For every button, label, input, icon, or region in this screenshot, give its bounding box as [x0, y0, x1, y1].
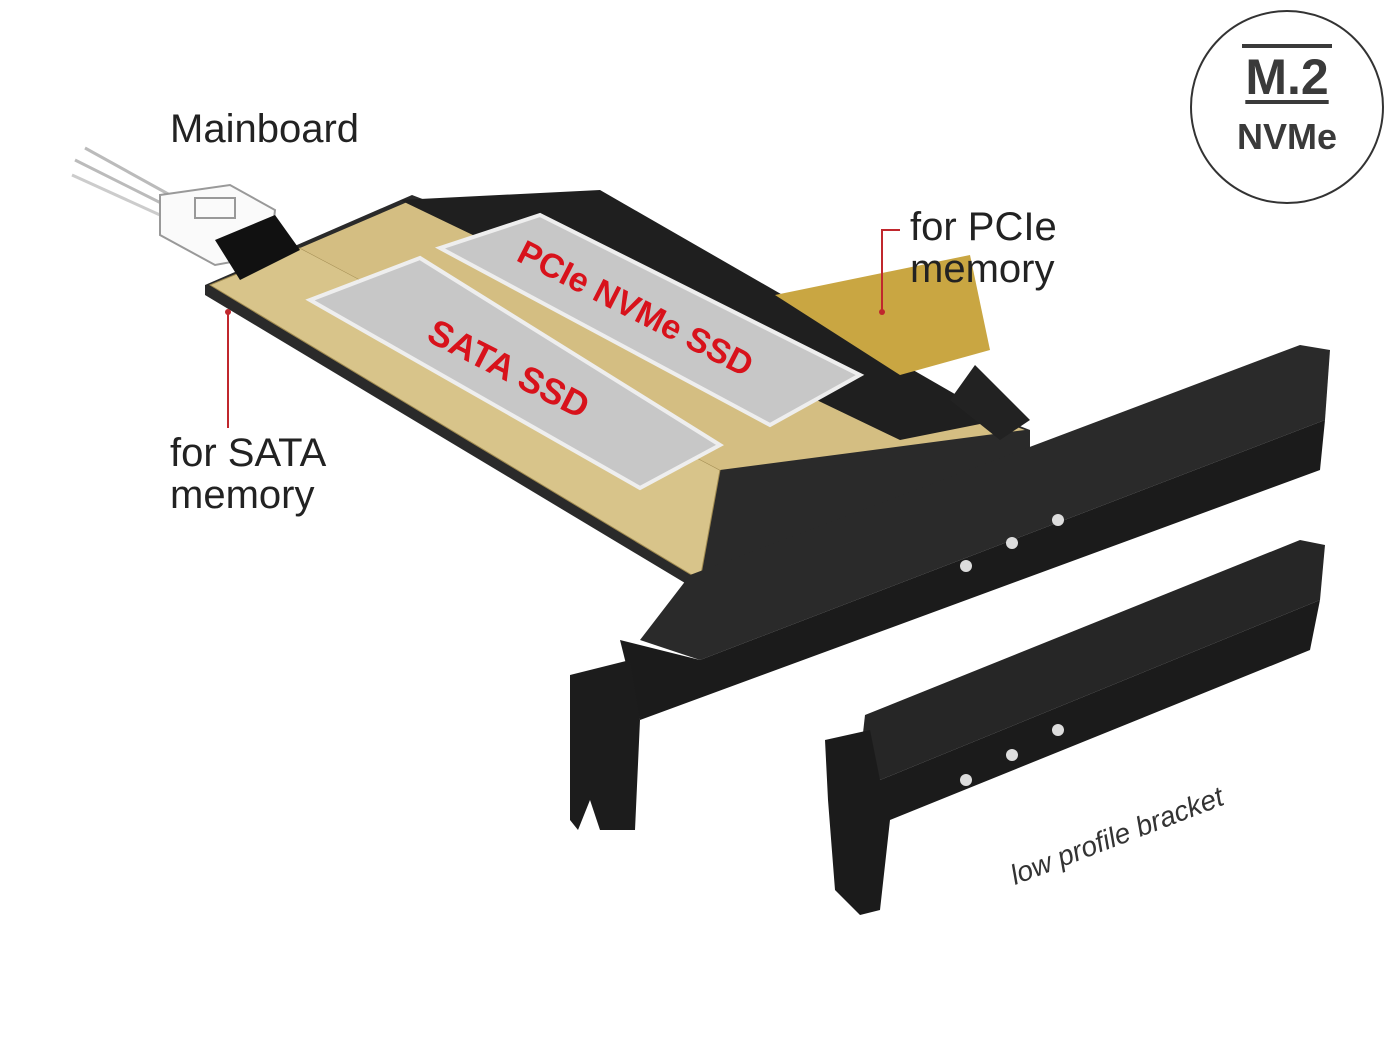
pcie-callout-line — [881, 229, 900, 312]
badge-m2-text: M.2 — [1192, 44, 1382, 102]
sata-label-line1: for SATA — [170, 431, 327, 475]
full-height-bracket — [570, 345, 1330, 830]
badge-nvme-text: NVMe — [1236, 116, 1338, 157]
pcie-label-line1: for PCIe — [910, 205, 1057, 249]
pcie-memory-label: for PCIe memory — [910, 206, 1057, 290]
sata-label-line2: memory — [170, 473, 315, 517]
pcb-card: SATA SSD PCIe NVMe SSD — [205, 190, 1030, 592]
low-profile-label: low profile bracket — [1006, 780, 1229, 890]
low-profile-bracket — [825, 540, 1325, 915]
mainboard-label: Mainboard — [170, 107, 360, 151]
m2-nvme-badge: M.2 NVMe — [1190, 10, 1384, 204]
sata-memory-label: for SATA memory — [170, 432, 326, 516]
pcie-label-line2: memory — [910, 247, 1055, 291]
